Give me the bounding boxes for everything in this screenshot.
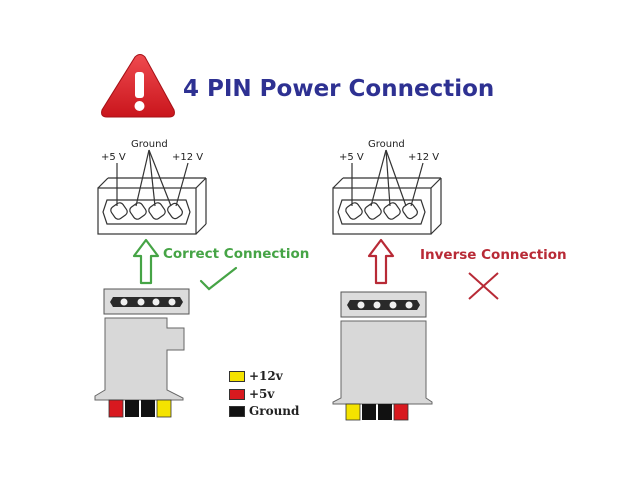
right-label-plus5: +5 V (339, 152, 364, 163)
correct-arrow (132, 238, 160, 285)
warning-icon (101, 54, 175, 118)
legend-swatch-yellow (229, 371, 245, 382)
left-label-plus5: +5 V (101, 152, 126, 163)
left-label-ground: Ground (131, 139, 168, 150)
legend-label-5v: +5v (249, 387, 275, 401)
legend-label-ground: Ground (249, 404, 300, 418)
legend-label-12v: +12v (249, 369, 283, 383)
left-socket-drawing (97, 149, 207, 235)
right-socket-drawing (332, 149, 442, 235)
correct-connection-label: Correct Connection (163, 246, 310, 262)
right-label-ground: Ground (368, 139, 405, 150)
page-title: 4 PIN Power Connection (183, 76, 495, 102)
left-plug (94, 288, 190, 418)
right-label-plus12: +12 V (408, 152, 440, 163)
inverse-connection-label: Inverse Connection (420, 247, 567, 263)
legend-swatch-black (229, 406, 245, 417)
cross-icon (468, 272, 499, 300)
right-plug (332, 291, 433, 421)
left-label-plus12: +12 V (172, 152, 204, 163)
checkmark-icon (199, 266, 238, 291)
inverse-arrow (367, 238, 395, 285)
legend-swatch-red (229, 389, 245, 400)
